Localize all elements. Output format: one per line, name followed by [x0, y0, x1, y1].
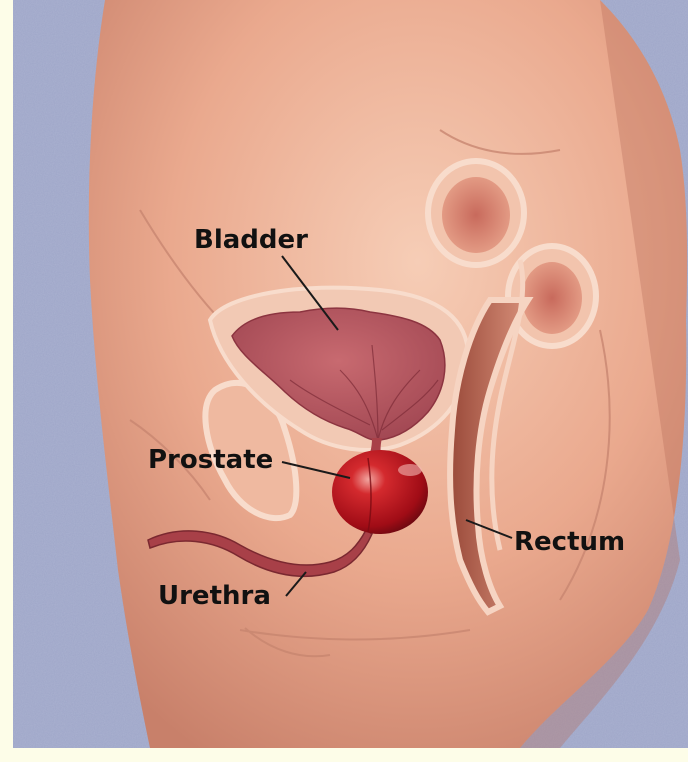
label-prostate: Prostate — [148, 445, 273, 475]
label-bladder: Bladder — [194, 225, 308, 255]
label-urethra: Urethra — [158, 581, 271, 611]
label-rectum: Rectum — [514, 527, 625, 557]
prostate — [332, 450, 428, 534]
